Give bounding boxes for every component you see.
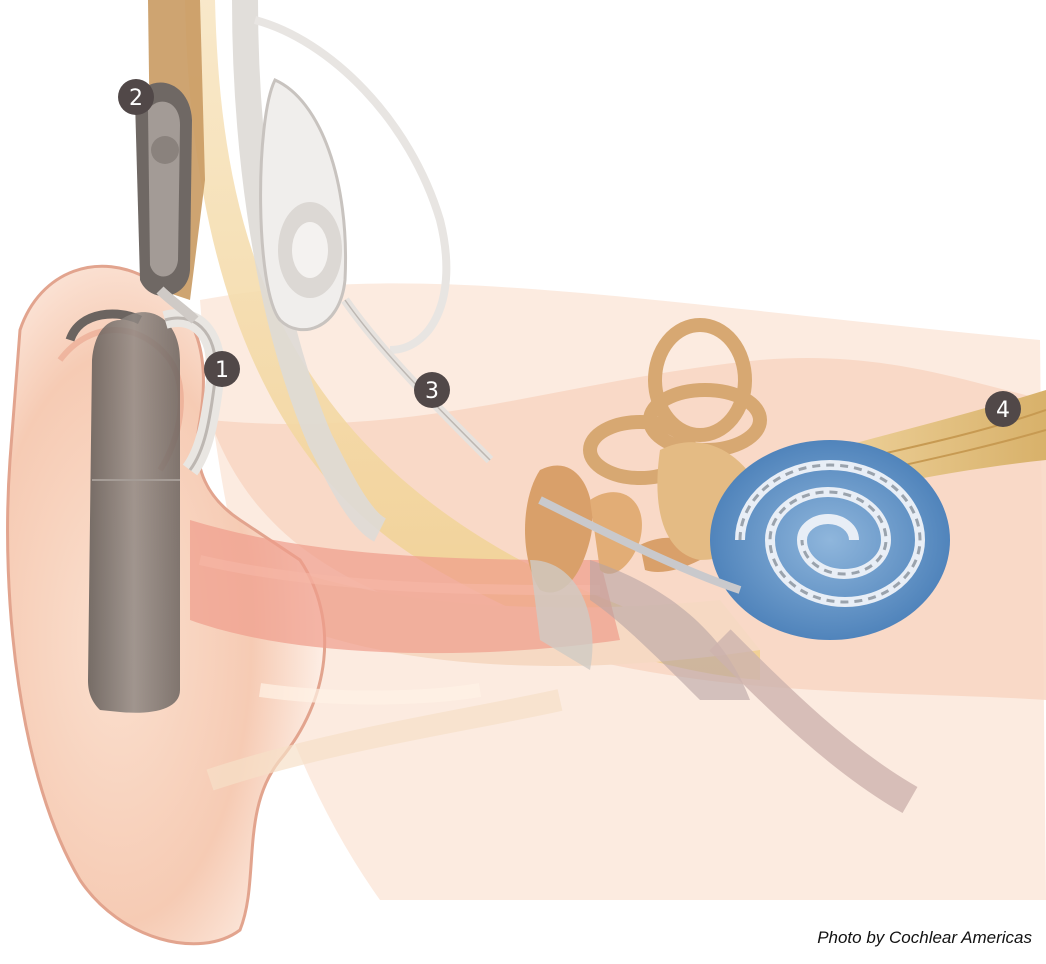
callout-2: 2	[118, 79, 154, 115]
svg-text:4: 4	[996, 398, 1010, 423]
svg-text:1: 1	[215, 358, 229, 383]
photo-credit: Photo by Cochlear Americas	[817, 928, 1032, 948]
callout-1: 1	[204, 351, 240, 387]
callout-4: 4	[985, 391, 1021, 427]
cochlea	[710, 440, 950, 640]
svg-text:2: 2	[129, 86, 143, 111]
svg-text:3: 3	[425, 379, 439, 404]
callout-3: 3	[414, 372, 450, 408]
